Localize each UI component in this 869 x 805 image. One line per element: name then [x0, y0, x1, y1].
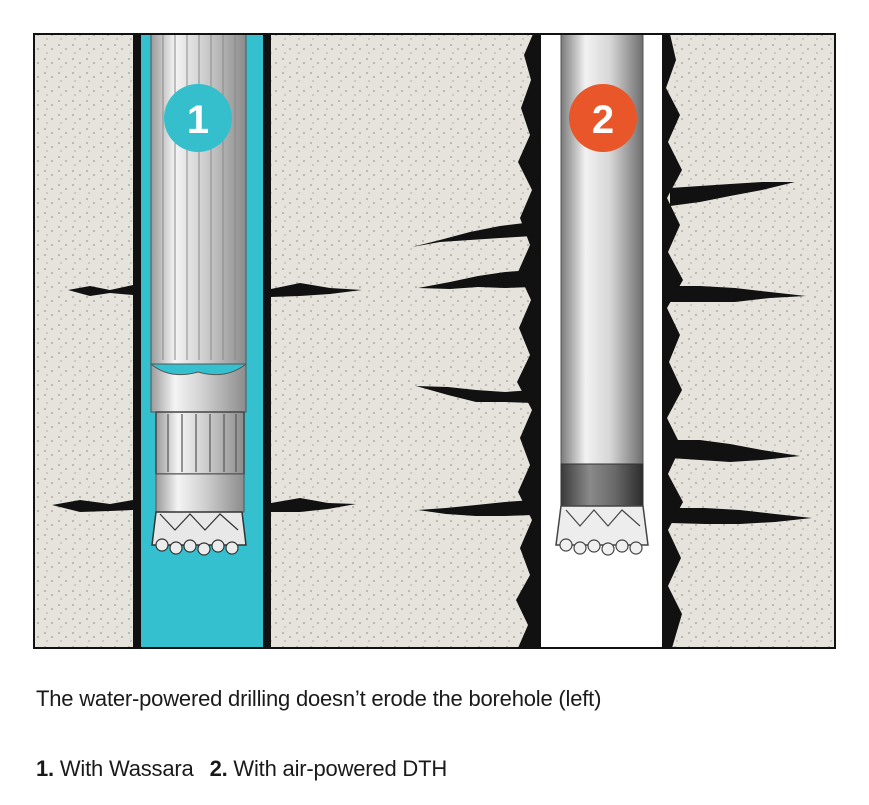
legend-item-2-number: 2. — [209, 756, 228, 781]
marker-2-label: 2 — [592, 98, 614, 142]
drill-string-1 — [150, 33, 247, 556]
marker-1-circle — [164, 84, 232, 152]
marker-1-label: 1 — [187, 98, 209, 142]
borehole-1-left-wall — [133, 34, 141, 648]
figure-caption: The water-powered drilling doesn’t erode… — [36, 686, 602, 711]
fractures-left-1 — [52, 283, 362, 512]
borehole-2-right-wall — [662, 34, 683, 648]
legend-item-1-text: With Wassara — [53, 756, 194, 781]
marker-2-circle — [569, 84, 637, 152]
borehole-comparison-diagram: 1 2 — [33, 33, 836, 649]
fractures-borehole-2 — [412, 182, 812, 524]
drill-bit-2 — [555, 505, 649, 556]
drill-bit-1 — [151, 511, 247, 556]
legend-item-1-number: 1. — [36, 756, 54, 781]
figure-legend: 1. With Wassara 2. With air-powered DTH — [36, 756, 447, 782]
marker-2: 2 — [569, 84, 637, 152]
borehole-2-left-wall — [516, 34, 541, 648]
borehole-1-right-wall — [263, 34, 271, 648]
legend-item-2-text: With air-powered DTH — [227, 756, 448, 781]
marker-1: 1 — [164, 84, 232, 152]
diagram-frame — [33, 33, 836, 649]
